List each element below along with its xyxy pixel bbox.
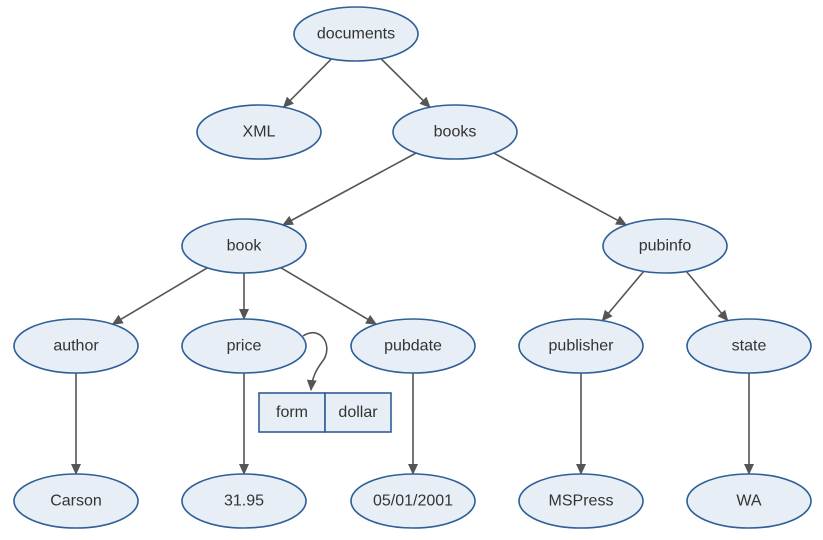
node-wa-label: WA — [736, 493, 762, 510]
node-mspress-label: MSPress — [549, 493, 614, 510]
node-pubinfo-shape — [602, 218, 728, 274]
edge-documents-to-books — [380, 58, 431, 109]
node-state-label: state — [732, 338, 767, 355]
node-book-shape — [181, 218, 307, 274]
node-pubinfo: pubinfo — [602, 218, 728, 274]
node-publisher-label: publisher — [549, 338, 615, 355]
node-books-shape — [392, 104, 518, 160]
node-xml-label: XML — [243, 124, 276, 141]
node-documents: documents — [293, 6, 419, 62]
node-carson-label: Carson — [50, 493, 102, 510]
node-wa: WA — [686, 473, 812, 529]
node-carson: Carson — [13, 473, 139, 529]
edge-pubinfo-to-publisher — [601, 270, 645, 322]
node-pubdate: pubdate — [350, 318, 476, 374]
edges-layer — [71, 58, 754, 475]
edge-book-to-pubdate — [280, 267, 378, 325]
node-price_value-shape — [181, 473, 307, 529]
node-price_value-label: 31.95 — [224, 493, 264, 510]
node-xml-shape — [196, 104, 322, 160]
node-book-label: book — [227, 238, 263, 255]
node-pubdate-label: pubdate — [384, 338, 442, 355]
edge-books-to-book — [282, 152, 417, 226]
node-documents-shape — [293, 6, 419, 62]
node-pubdate-shape — [350, 318, 476, 374]
node-date_value-shape — [350, 473, 476, 529]
attribute-connector — [302, 332, 328, 391]
node-author-label: author — [53, 338, 99, 355]
node-xml: XML — [196, 104, 322, 160]
node-price-label: price — [227, 338, 262, 355]
node-documents-label: documents — [317, 26, 395, 43]
node-date_value-label: 05/01/2001 — [373, 493, 453, 510]
node-author: author — [13, 318, 139, 374]
attribute-value-cell — [324, 392, 392, 433]
node-price_value: 31.95 — [181, 473, 307, 529]
node-wa-shape — [686, 473, 812, 529]
attribute-value: dollar — [338, 404, 378, 421]
node-mspress: MSPress — [518, 473, 644, 529]
node-publisher: publisher — [518, 318, 644, 374]
node-mspress-shape — [518, 473, 644, 529]
attribute-box: form dollar — [258, 392, 392, 433]
node-publisher-shape — [518, 318, 644, 374]
edge-pubinfo-to-state — [685, 270, 729, 322]
node-price-shape — [181, 318, 307, 374]
node-state-shape — [686, 318, 812, 374]
node-date_value: 05/01/2001 — [350, 473, 476, 529]
node-carson-shape — [13, 473, 139, 529]
attribute-name: form — [276, 404, 308, 421]
node-book: book — [181, 218, 307, 274]
attribute-layer: form dollar — [258, 332, 392, 433]
node-author-shape — [13, 318, 139, 374]
edge-books-to-pubinfo — [493, 152, 628, 226]
edge-book-to-author — [111, 267, 208, 325]
attribute-name-cell — [258, 392, 326, 433]
node-state: state — [686, 318, 812, 374]
node-books: books — [392, 104, 518, 160]
node-price: price — [181, 318, 307, 374]
edge-documents-to-xml — [282, 58, 333, 108]
node-pubinfo-label: pubinfo — [639, 238, 692, 255]
node-books-label: books — [434, 124, 477, 141]
